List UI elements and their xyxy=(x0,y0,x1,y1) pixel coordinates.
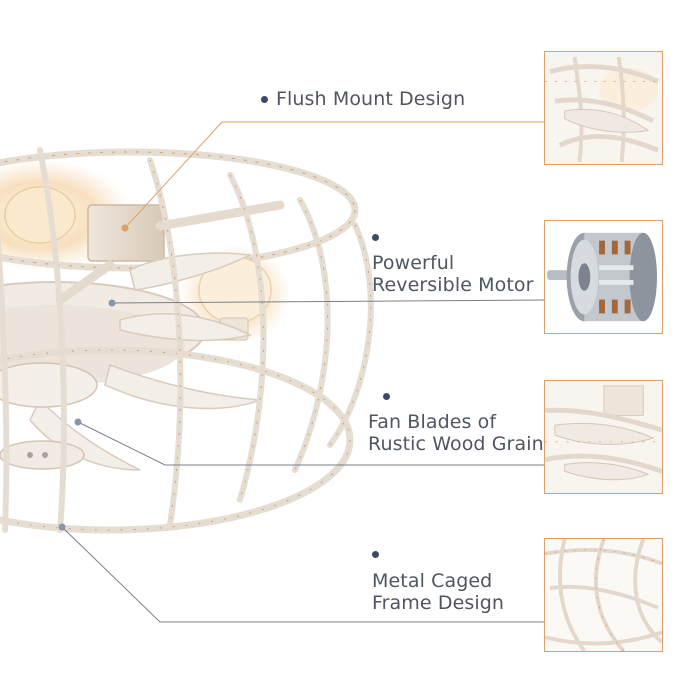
feature-text-line: Rustic Wood Grain xyxy=(368,433,544,455)
fan-blade-detail-thumbnail xyxy=(544,380,663,494)
feature-text-line: Powerful xyxy=(372,252,455,274)
feature-text-line: Fan Blades of xyxy=(368,411,497,433)
fan-blade-detail-icon xyxy=(545,381,662,493)
bullet-dot xyxy=(261,96,268,103)
feature-text-line: Reversible Motor xyxy=(372,274,534,296)
mount-bracket xyxy=(87,204,165,262)
feature-label-flush-mount: Flush Mount Design xyxy=(276,88,465,110)
feature-label-motor: Powerful Reversible Motor xyxy=(372,252,534,296)
fan-blade xyxy=(129,252,253,291)
cage-top-detail-thumbnail xyxy=(544,51,663,165)
feature-label-metal-cage: Metal Caged Frame Design xyxy=(372,570,504,614)
fan-blade xyxy=(29,398,141,471)
cage-top-detail-icon xyxy=(545,52,662,164)
bullet-dot xyxy=(383,393,390,400)
leader-lines xyxy=(61,121,545,623)
metal-cage-detail-thumbnail xyxy=(544,538,663,652)
motor-thumbnail xyxy=(544,220,663,334)
feature-text-line: Metal Caged xyxy=(372,570,493,592)
feature-label-fan-blades: Fan Blades of Rustic Wood Grain xyxy=(368,411,544,455)
feature-text-line: Flush Mount Design xyxy=(276,88,466,110)
fan-blade xyxy=(119,313,253,342)
feature-text-line: Frame Design xyxy=(372,592,505,614)
fan-hub xyxy=(0,362,98,408)
metal-cage-detail-icon xyxy=(545,539,662,651)
motor-icon xyxy=(545,221,662,333)
bulb xyxy=(4,186,76,244)
bullet-dot xyxy=(372,234,379,241)
bullet-dot xyxy=(372,551,379,558)
